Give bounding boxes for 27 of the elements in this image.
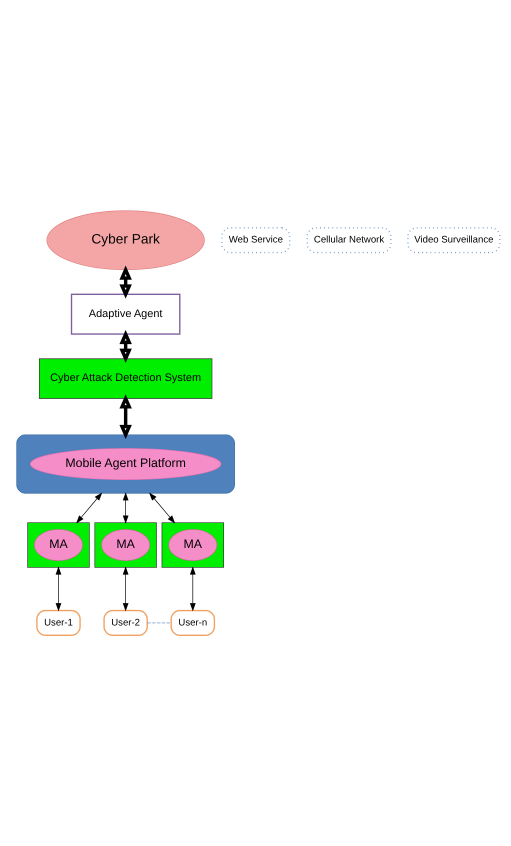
cluster	[16, 434, 235, 494]
arrow	[149, 492, 176, 524]
arrow	[122, 492, 129, 524]
arrow	[76, 492, 102, 524]
cluster	[162, 522, 224, 568]
arrow	[122, 566, 129, 612]
cluster	[94, 522, 157, 568]
arrow	[119, 394, 132, 440]
arrow	[190, 566, 196, 612]
arrow	[119, 266, 132, 299]
arrow	[119, 330, 132, 363]
node-ellipse: Mobile Agent Platform	[30, 448, 222, 480]
node-ellipse: MA	[168, 529, 218, 561]
node-box: Cellular Network	[306, 227, 392, 254]
connector	[147, 622, 172, 624]
node-box: Web Service	[221, 227, 290, 254]
node-box: User-1	[36, 610, 81, 636]
node-box: User-n	[170, 610, 216, 636]
cluster	[27, 522, 90, 568]
node-ellipse: MA	[101, 529, 150, 561]
arrow	[56, 566, 62, 612]
node-box: Cyber Attack Detection System	[38, 358, 212, 399]
node-box: Adaptive Agent	[70, 294, 180, 335]
node-ellipse: MA	[34, 529, 83, 561]
node-box: Video Surveillance	[407, 227, 500, 254]
node-ellipse: Cyber Park	[46, 210, 205, 270]
node-box: User-2	[103, 610, 148, 636]
